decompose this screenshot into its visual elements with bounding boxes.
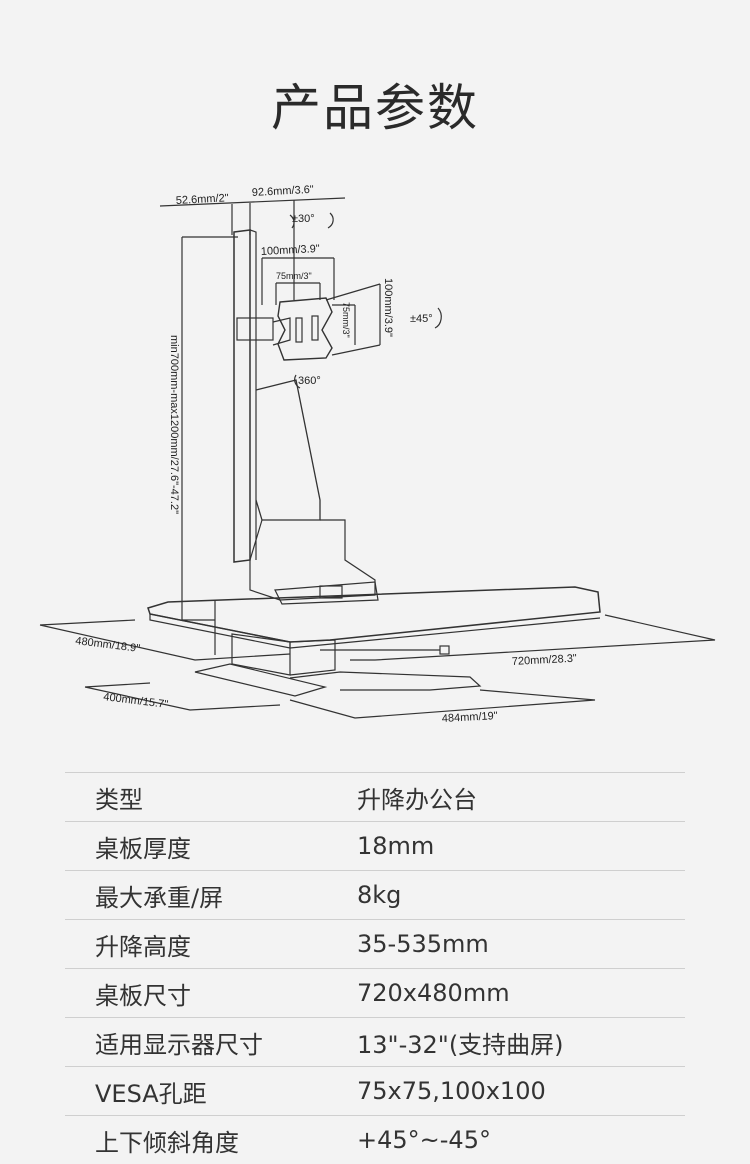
spec-row: 类型升降办公台 [65, 773, 685, 822]
dim-post-width: 52.6mm/2" [176, 192, 229, 207]
spec-row: 上下倾斜角度+45°~-45° [65, 1116, 685, 1164]
dim-height-range: min700mm-max1200mm/27.6"-47.2" [168, 335, 180, 514]
spec-value: 75x75,100x100 [357, 1067, 685, 1116]
spec-label: VESA孔距 [65, 1067, 357, 1116]
spec-value: 8kg [357, 871, 685, 920]
dim-vesa-75-v: 75mm/3" [341, 302, 351, 338]
spec-label: 升降高度 [65, 920, 357, 969]
spec-label: 上下倾斜角度 [65, 1116, 357, 1164]
dim-vesa-100-v: 100mm/3.9" [382, 278, 394, 337]
dim-swivel: ±45° [410, 313, 433, 325]
spec-value: +45°~-45° [357, 1116, 685, 1164]
spec-value: 13"-32"(支持曲屏) [357, 1018, 685, 1067]
spec-value: 18mm [357, 822, 685, 871]
spec-label: 类型 [65, 773, 357, 822]
dim-rotate: 360° [298, 375, 321, 387]
spec-value: 720x480mm [357, 969, 685, 1018]
dim-base-depth: 400mm/15.7" [103, 691, 169, 711]
dim-base-width: 484mm/19" [442, 710, 499, 725]
dim-desk-depth: 480mm/18.9" [75, 635, 141, 655]
spec-value: 升降办公台 [357, 773, 685, 822]
dim-vesa-100-h: 100mm/3.9" [261, 243, 321, 258]
spec-label: 桌板厚度 [65, 822, 357, 871]
product-dimension-drawing: 52.6mm/2" 92.6mm/3.6" ±30° 100mm/3.9" 75… [0, 160, 750, 740]
spec-value: 35-535mm [357, 920, 685, 969]
dim-vesa-75-h: 75mm/3" [276, 271, 312, 281]
dim-desk-width: 720mm/28.3" [512, 653, 578, 668]
spec-label: 桌板尺寸 [65, 969, 357, 1018]
dim-arm-offset: 92.6mm/3.6" [252, 184, 315, 199]
dim-tilt: ±30° [292, 213, 315, 225]
spec-label: 适用显示器尺寸 [65, 1018, 357, 1067]
spec-label: 最大承重/屏 [65, 871, 357, 920]
page-title: 产品参数 [0, 68, 750, 140]
